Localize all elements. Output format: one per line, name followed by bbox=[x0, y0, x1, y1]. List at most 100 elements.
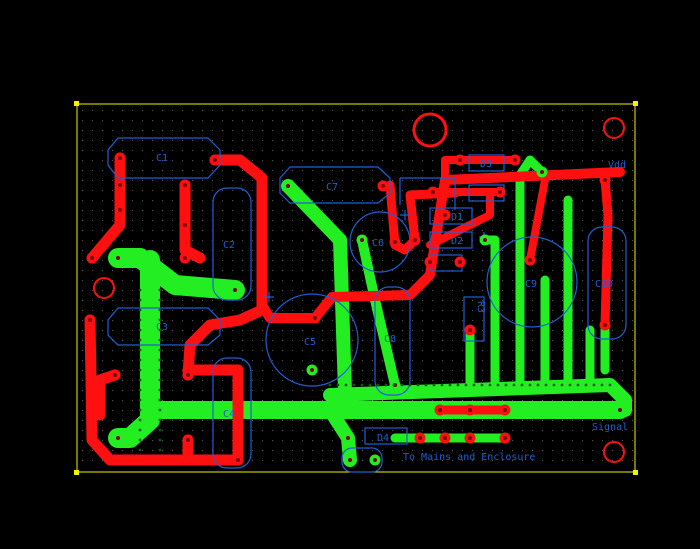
grid-dot bbox=[262, 370, 263, 371]
grid-dot bbox=[162, 380, 163, 381]
grid-dot bbox=[372, 440, 373, 441]
grid-dot bbox=[102, 120, 103, 121]
grid-dot bbox=[322, 430, 323, 431]
via bbox=[158, 368, 162, 372]
grid-dot bbox=[312, 110, 313, 111]
grid-dot bbox=[352, 190, 353, 191]
grid-dot bbox=[422, 120, 423, 121]
grid-dot bbox=[512, 350, 513, 351]
grid-dot bbox=[412, 180, 413, 181]
grid-dot bbox=[292, 310, 293, 311]
grid-dot bbox=[112, 360, 113, 361]
grid-dot bbox=[452, 240, 453, 241]
grid-dot bbox=[602, 230, 603, 231]
grid-dot bbox=[482, 280, 483, 281]
grid-dot bbox=[392, 460, 393, 461]
grid-dot bbox=[342, 150, 343, 151]
grid-dot bbox=[602, 430, 603, 431]
grid-dot bbox=[222, 330, 223, 331]
grid-dot bbox=[552, 150, 553, 151]
grid-dot bbox=[232, 210, 233, 211]
grid-dot bbox=[332, 360, 333, 361]
grid-dot bbox=[552, 210, 553, 211]
grid-dot bbox=[502, 260, 503, 261]
grid-dot bbox=[462, 340, 463, 341]
grid-dot bbox=[252, 200, 253, 201]
grid-dot bbox=[562, 150, 563, 151]
grid-dot bbox=[402, 130, 403, 131]
grid-dot bbox=[282, 190, 283, 191]
grid-dot bbox=[472, 120, 473, 121]
via bbox=[336, 383, 340, 387]
grid-dot bbox=[512, 440, 513, 441]
grid-dot bbox=[102, 150, 103, 151]
grid-dot bbox=[112, 210, 113, 211]
grid-dot bbox=[212, 150, 213, 151]
grid-dot bbox=[512, 110, 513, 111]
grid-dot bbox=[192, 160, 193, 161]
grid-dot bbox=[172, 420, 173, 421]
grid-dot bbox=[112, 320, 113, 321]
grid-dot bbox=[242, 350, 243, 351]
grid-dot bbox=[82, 410, 83, 411]
grid-dot bbox=[452, 460, 453, 461]
grid-dot bbox=[272, 450, 273, 451]
grid-dot bbox=[462, 350, 463, 351]
grid-dot bbox=[352, 130, 353, 131]
grid-dot bbox=[412, 280, 413, 281]
grid-dot bbox=[502, 320, 503, 321]
grid-dot bbox=[622, 130, 623, 131]
grid-dot bbox=[292, 370, 293, 371]
grid-dot bbox=[192, 420, 193, 421]
grid-dot bbox=[302, 390, 303, 391]
via bbox=[138, 398, 142, 402]
grid-dot bbox=[532, 140, 533, 141]
grid-dot bbox=[592, 200, 593, 201]
grid-dot bbox=[312, 430, 313, 431]
grid-dot bbox=[272, 300, 273, 301]
grid-dot bbox=[612, 120, 613, 121]
grid-dot bbox=[472, 460, 473, 461]
grid-dot bbox=[262, 130, 263, 131]
via bbox=[138, 318, 142, 322]
pad-hole bbox=[118, 183, 122, 187]
grid-dot bbox=[132, 330, 133, 331]
grid-dot bbox=[302, 340, 303, 341]
grid-dot bbox=[362, 330, 363, 331]
grid-dot bbox=[222, 150, 223, 151]
grid-dot bbox=[272, 140, 273, 141]
grid-dot bbox=[552, 370, 553, 371]
grid-dot bbox=[132, 170, 133, 171]
via bbox=[158, 288, 162, 292]
grid-dot bbox=[562, 240, 563, 241]
via bbox=[376, 383, 380, 387]
grid-dot bbox=[142, 230, 143, 231]
grid-dot bbox=[382, 160, 383, 161]
grid-dot bbox=[542, 260, 543, 261]
grid-dot bbox=[282, 440, 283, 441]
mounting-hole bbox=[412, 112, 448, 148]
grid-dot bbox=[392, 160, 393, 161]
grid-dot bbox=[512, 300, 513, 301]
grid-dot bbox=[282, 150, 283, 151]
grid-dot bbox=[512, 370, 513, 371]
grid-dot bbox=[422, 320, 423, 321]
grid-dot bbox=[122, 270, 123, 271]
grid-dot bbox=[502, 360, 503, 361]
grid-dot bbox=[452, 450, 453, 451]
grid-dot bbox=[552, 360, 553, 361]
grid-dot bbox=[432, 340, 433, 341]
grid-dot bbox=[472, 150, 473, 151]
grid-dot bbox=[412, 400, 413, 401]
grid-dot bbox=[362, 450, 363, 451]
grid-dot bbox=[292, 450, 293, 451]
grid-dot bbox=[292, 180, 293, 181]
grid-dot bbox=[532, 300, 533, 301]
grid-dot bbox=[422, 350, 423, 351]
grid-dot bbox=[582, 230, 583, 231]
grid-dot bbox=[252, 340, 253, 341]
grid-dot bbox=[142, 450, 143, 451]
grid-dot bbox=[612, 400, 613, 401]
grid-dot bbox=[432, 120, 433, 121]
grid-dot bbox=[502, 450, 503, 451]
